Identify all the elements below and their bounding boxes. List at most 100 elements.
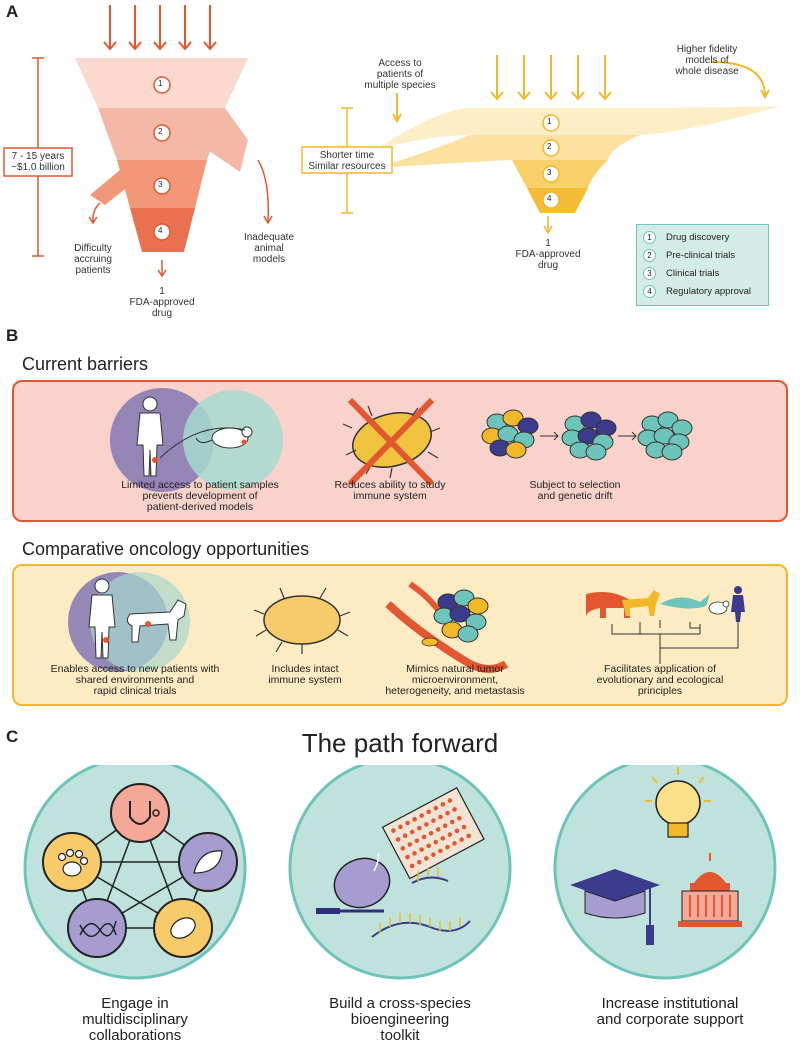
caption-line: heterogeneity, and metastasis <box>385 685 525 697</box>
human-silhouette-icon <box>88 578 116 659</box>
opportunity-3-caption: Mimics natural tumor microenvironment, h… <box>370 664 540 697</box>
exit-left-label: Difficulty accruing patients <box>60 243 126 276</box>
path-item-1-caption: Engage in multidisciplinary collaboratio… <box>50 996 220 1044</box>
input-right-line: Higher fidelity <box>676 44 738 55</box>
immune-cell-icon <box>253 587 351 654</box>
legend-label: Pre-clinical trials <box>666 250 736 261</box>
input-right-line: whole disease <box>675 66 739 77</box>
legend-row: 1 Drug discovery <box>643 231 729 244</box>
barrier-1-caption: Limited access to patient samples preven… <box>100 480 300 513</box>
graduation-cap-icon <box>570 869 660 945</box>
panel-a-graphic <box>3 5 780 278</box>
input-right-label: Higher fidelity models of whole disease <box>666 44 748 77</box>
tumor-cluster-icon <box>481 409 693 461</box>
r-stage-3-label: 3 <box>547 168 552 177</box>
exit-left-line: patients <box>75 265 111 276</box>
legend-label: Drug discovery <box>666 232 730 243</box>
result-line: 1 <box>545 238 551 249</box>
opportunity-2-caption: Includes intact immune system <box>250 664 360 686</box>
barrier-2-caption: Reduces ability to study immune system <box>320 480 460 502</box>
exit-right-line: animal <box>254 243 284 254</box>
caption-line: microenvironment, <box>411 674 499 686</box>
caption-line: and corporate support <box>596 1011 744 1028</box>
caption-line: Includes intact <box>271 663 339 675</box>
input-right-line: models of <box>685 55 729 66</box>
opportunity-1-caption: Enables access to new patients with shar… <box>30 664 240 697</box>
caption-line: evolutionary and ecological <box>596 674 724 686</box>
caption-line: toolkit <box>380 1027 420 1044</box>
time-cost-label: 7 - 15 years ~$1.0 billion <box>4 151 72 173</box>
opportunities-illustrations <box>68 572 745 673</box>
stage-legend: 1 Drug discovery 2 Pre-clinical trials 3 Cl… <box>636 224 769 306</box>
exit-right-label: Inadequate animal models <box>238 232 300 265</box>
phylogeny-icon <box>586 586 745 664</box>
caption-line: collaborations <box>88 1027 182 1044</box>
stethoscope-icon <box>110 783 170 843</box>
caption-line: Increase institutional <box>601 995 739 1012</box>
caption-line: prevents development of <box>142 490 258 502</box>
input-left-line: Access to <box>378 58 422 69</box>
legend-row: 3 Clinical trials <box>643 267 719 280</box>
left-bracket <box>3 57 73 257</box>
opportunity-4-caption: Facilitates application of evolutionary … <box>575 664 745 697</box>
left-result-label: 1 FDA-approved drug <box>122 286 202 319</box>
r-stage-1-label: 1 <box>547 117 552 126</box>
result-line: drug <box>151 308 172 319</box>
caption-line: Limited access to patient samples <box>121 479 279 491</box>
time-cost-line2: ~$1.0 billion <box>11 162 65 173</box>
input-left-label: Access to patients of multiple species <box>355 58 445 91</box>
exit-right-line: models <box>252 254 286 265</box>
time-line1: Shorter time <box>319 150 375 161</box>
stage-4-label: 4 <box>158 226 163 235</box>
legend-label: Regulatory approval <box>666 286 752 297</box>
legend-num: 2 <box>643 249 656 262</box>
caption-line: Reduces ability to study <box>334 479 446 491</box>
right-input-arrows <box>392 55 770 124</box>
caption-line: multidisciplinary <box>82 1011 188 1028</box>
dna-icon <box>67 898 127 958</box>
left-stage-circles <box>153 76 171 241</box>
panel-b-letter: B <box>6 326 19 345</box>
exit-left-line: accruing <box>74 254 112 265</box>
caption-line: and genetic drift <box>537 490 613 502</box>
whale-icon <box>660 594 710 609</box>
legend-num: 1 <box>643 231 656 244</box>
capitol-building-icon <box>678 853 742 927</box>
legend-label: Clinical trials <box>666 268 720 279</box>
r-stage-2-label: 2 <box>547 142 552 151</box>
legend-row: 2 Pre-clinical trials <box>643 249 735 262</box>
caption-line: bioengineering <box>350 1011 450 1028</box>
caption-line: Subject to selection <box>529 479 621 491</box>
exit-left-line: Difficulty <box>74 243 112 254</box>
stage-1-label: 1 <box>158 79 163 88</box>
result-line: 1 <box>159 286 165 297</box>
dna-strand-icon <box>371 867 471 938</box>
caption-line: Enables access to new patients with <box>50 663 220 675</box>
crossed-immune-cell-icon <box>342 397 441 487</box>
caption-line: Build a cross-species <box>329 995 471 1012</box>
stage-3-label: 3 <box>158 180 163 189</box>
right-stage-circles <box>542 114 560 209</box>
time-cost-line1: 7 - 15 years <box>11 151 65 162</box>
well-plate-icon <box>381 787 485 880</box>
legend-num: 3 <box>643 267 656 280</box>
caption-line: principles <box>637 685 683 697</box>
caption-line: immune system <box>353 490 427 502</box>
opportunities-title: Comparative oncology opportunities <box>22 539 310 559</box>
result-line: FDA-approved <box>515 249 581 260</box>
mouse-small-icon <box>708 600 730 615</box>
tumor-microenvironment-icon <box>385 581 509 673</box>
stage-2-label: 2 <box>158 127 163 136</box>
right-result-label: 1 FDA-approved drug <box>508 238 588 271</box>
dog-icon <box>126 599 187 643</box>
human-small-icon <box>731 586 745 622</box>
path-item-3-caption: Increase institutional and corporate sup… <box>570 996 770 1028</box>
barriers-title: Current barriers <box>22 354 149 374</box>
caption-line: Mimics natural tumor <box>406 663 504 675</box>
shorter-time-label: Shorter time Similar resources <box>302 150 392 172</box>
input-left-line: patients of <box>376 69 424 80</box>
exit-arrows <box>88 159 273 278</box>
path-forward-illustrations <box>23 765 777 980</box>
exit-right-line: Inadequate <box>243 232 295 243</box>
